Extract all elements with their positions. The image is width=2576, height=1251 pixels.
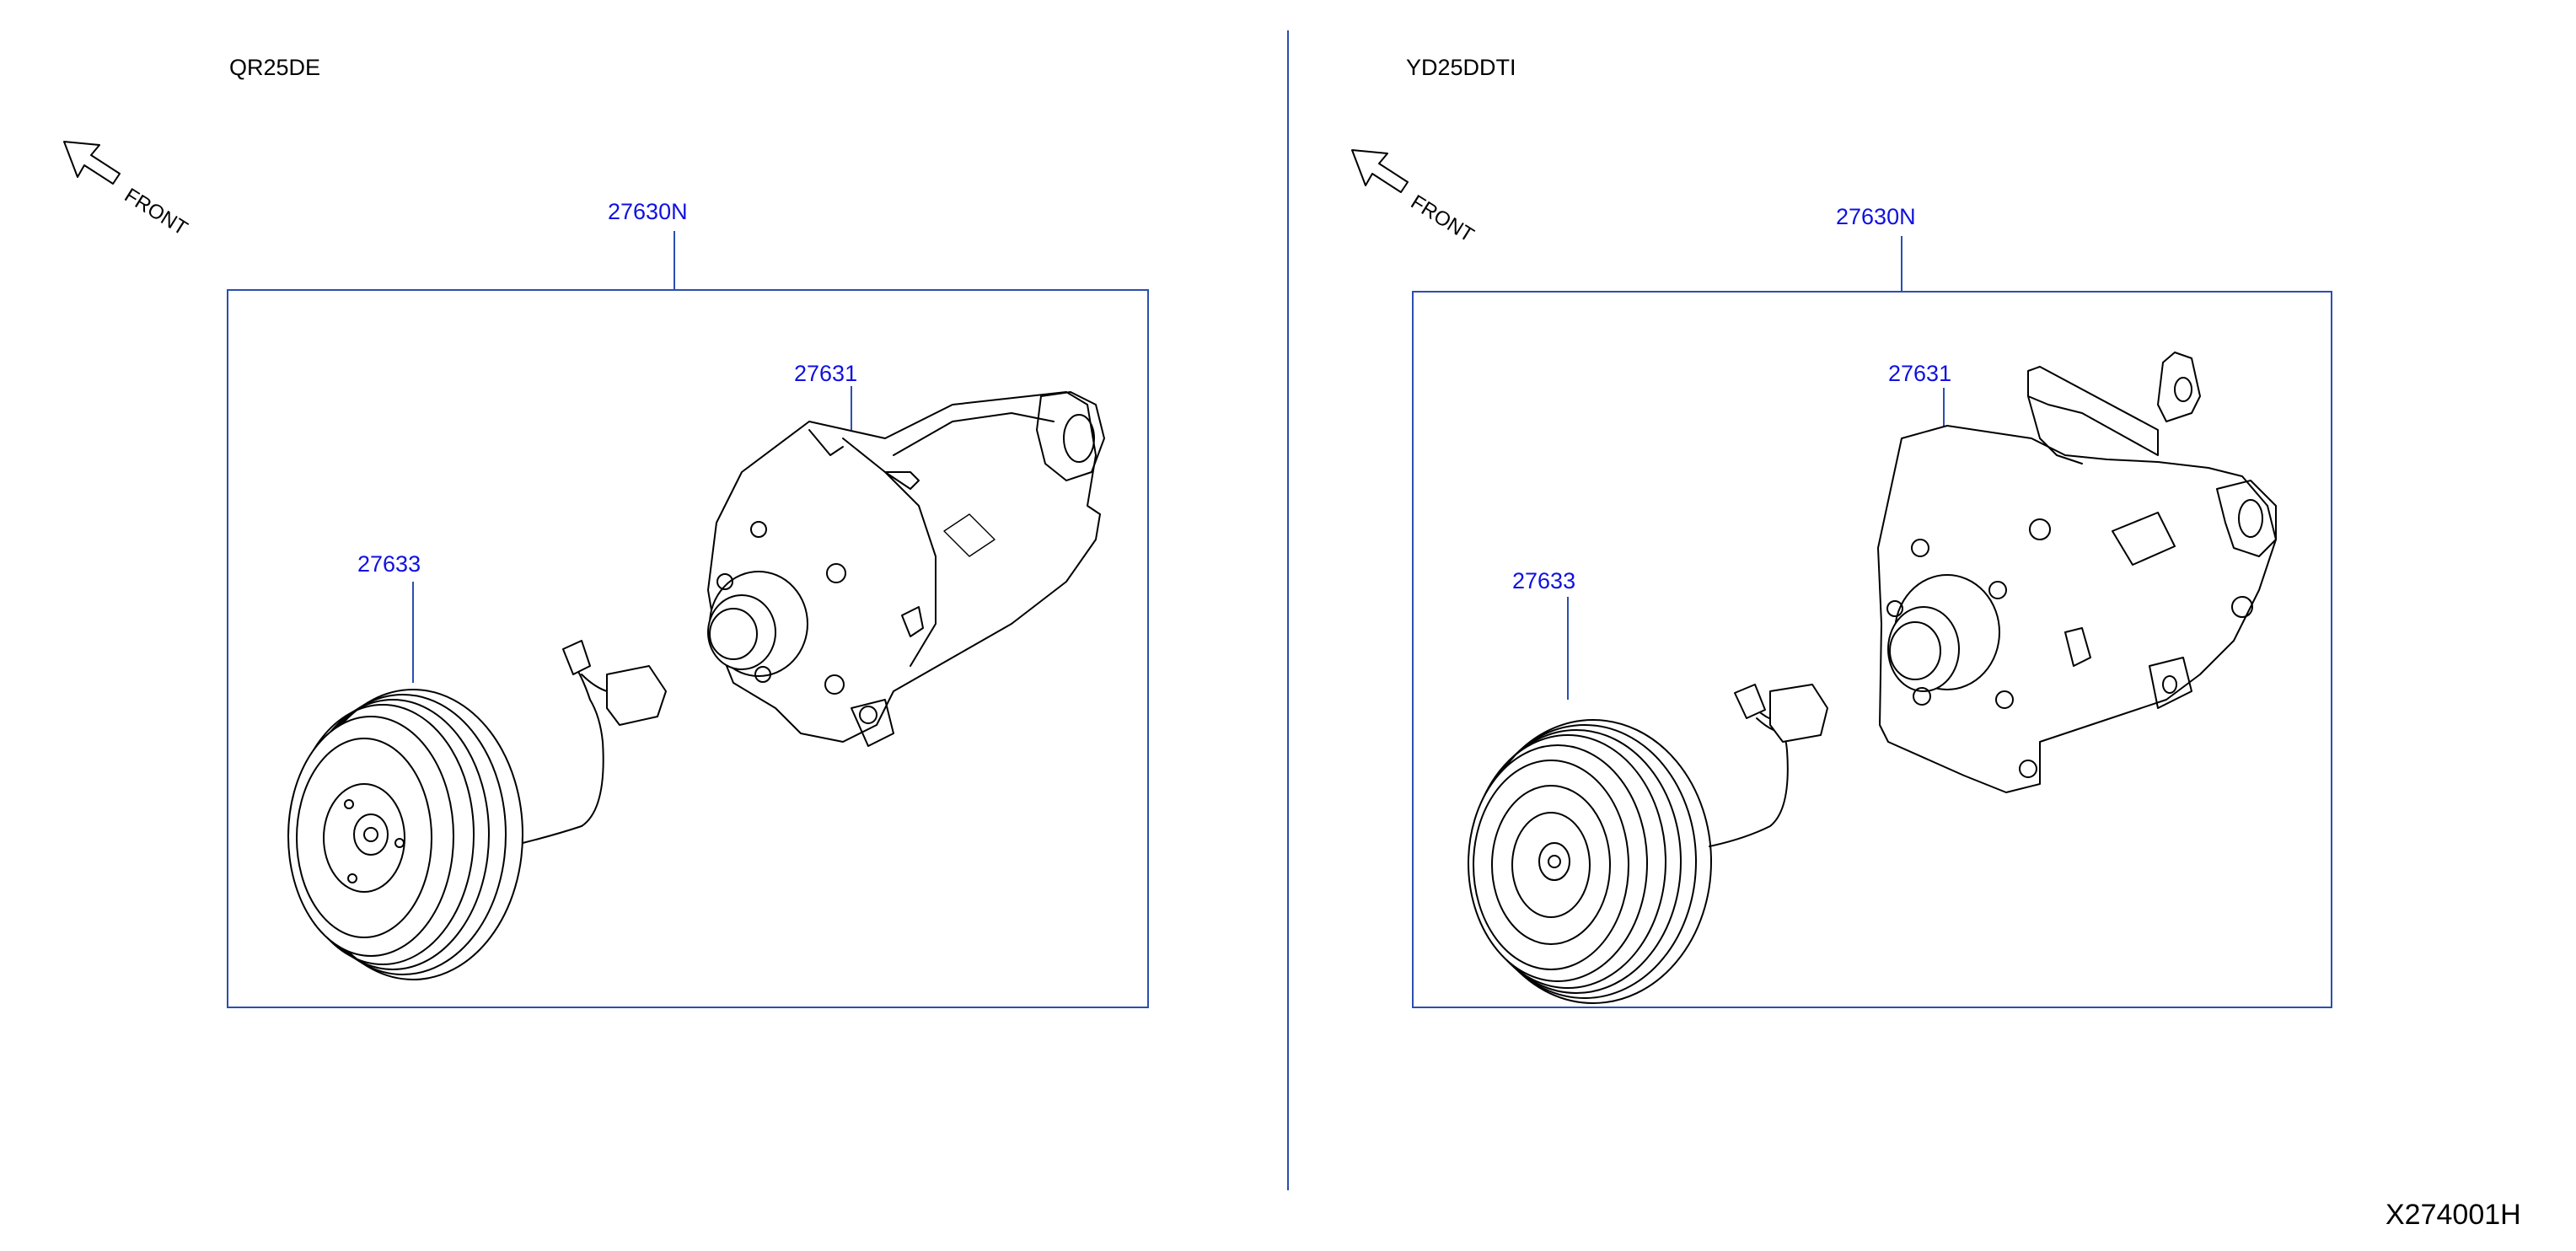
assembly-frame xyxy=(227,289,1149,1008)
panel-yd25ddti: YD25DDTI FRONT 27630N 27631 27633 xyxy=(1351,55,2332,1008)
drawing-reference: X274001H xyxy=(2385,1199,2521,1231)
assembly-part-number: 27630N xyxy=(1836,204,1916,229)
compressor-part-number: 27631 xyxy=(794,361,857,386)
front-arrow-icon: FRONT xyxy=(63,141,192,240)
clutch-part-number: 27633 xyxy=(1512,568,1575,593)
compressor-part-number: 27631 xyxy=(1888,361,1951,386)
front-arrow-icon: FRONT xyxy=(1351,149,1479,247)
compressor-drawing xyxy=(1877,352,2277,793)
front-label: FRONT xyxy=(121,184,192,240)
front-label: FRONT xyxy=(1407,191,1479,247)
assembly-part-number: 27630N xyxy=(608,199,688,224)
panel-qr25de: QR25DE FRONT 27630N 27631 27633 xyxy=(63,55,1149,1008)
compressor-drawing xyxy=(707,391,1105,747)
engine-label: QR25DE xyxy=(229,55,320,80)
engine-label: YD25DDTI xyxy=(1406,55,1516,80)
clutch-pulley-drawing xyxy=(1468,684,1828,1004)
clutch-part-number: 27633 xyxy=(357,551,421,577)
assembly-frame xyxy=(1412,291,2332,1008)
clutch-pulley-drawing xyxy=(287,640,667,980)
